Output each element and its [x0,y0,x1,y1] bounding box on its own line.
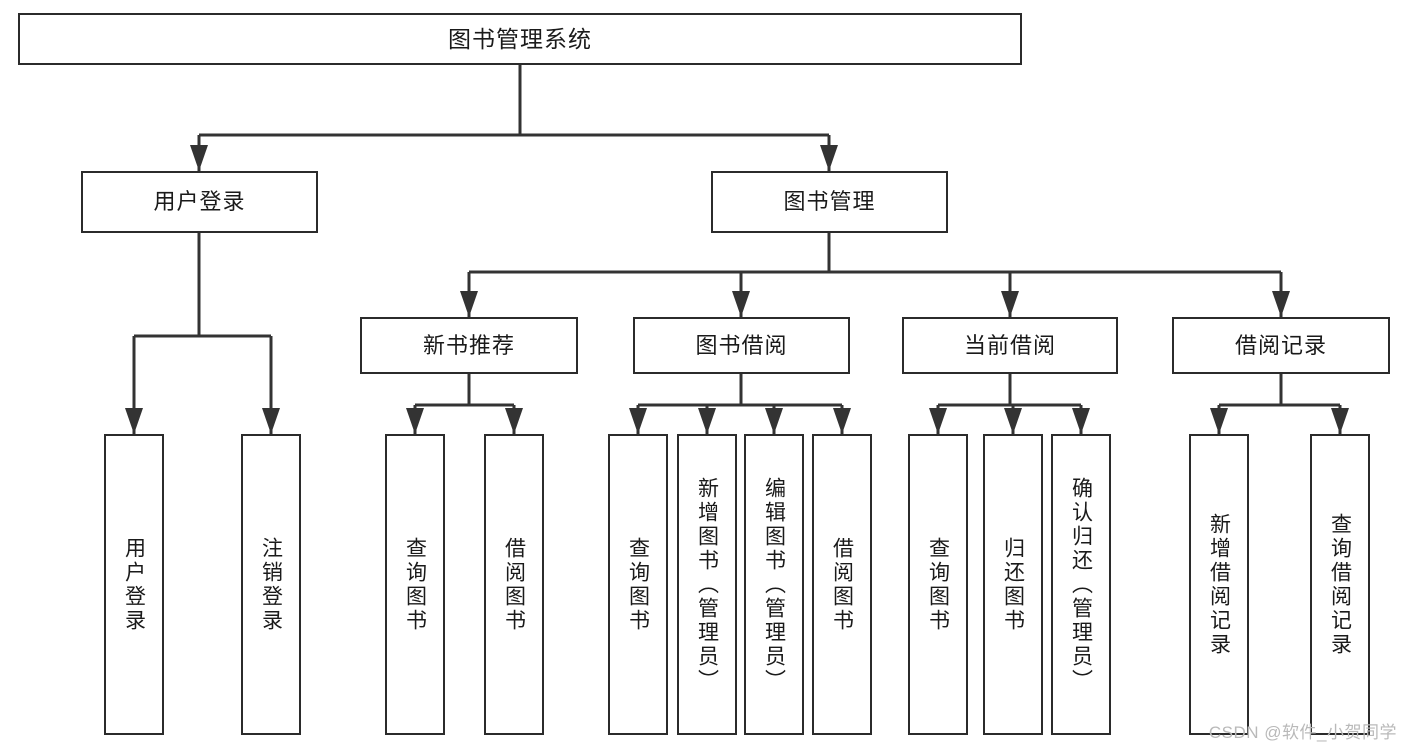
node-current-borrow[interactable]: 当前借阅 [902,317,1118,374]
node-leaf-user-logout[interactable]: 注销登录 [241,434,301,735]
connector-arrowhead [190,145,208,171]
node-leaf-borrow-book-1[interactable]: 借阅图书 [484,434,544,735]
node-label-leaf-user-login: 用户登录 [122,536,146,633]
connector-arrowhead [505,408,523,434]
node-label-leaf-return-book: 归还图书 [1001,536,1025,633]
node-leaf-query-record[interactable]: 查询借阅记录 [1310,434,1370,735]
node-book-manage[interactable]: 图书管理 [711,171,948,233]
connector-arrowhead [1331,408,1349,434]
connector-arrowhead [929,408,947,434]
connector-arrowhead [460,291,478,317]
node-label-leaf-borrow-book-1: 借阅图书 [502,536,526,633]
connector-arrowhead [262,408,280,434]
node-label-leaf-borrow-book-2: 借阅图书 [830,536,854,633]
node-label-leaf-query-book-1: 查询图书 [403,536,427,633]
node-leaf-confirm-ret[interactable]: 确认归还（管理员） [1051,434,1111,735]
connector-arrowhead [1004,408,1022,434]
node-label-leaf-query-book-2: 查询图书 [626,536,650,633]
connector-arrowhead [1210,408,1228,434]
node-leaf-query-book-2[interactable]: 查询图书 [608,434,668,735]
node-label-leaf-add-record: 新增借阅记录 [1207,512,1231,657]
node-label-book-borrow: 图书借阅 [695,332,788,358]
node-label-book-manage: 图书管理 [783,189,876,215]
node-label-leaf-confirm-ret: 确认归还（管理员） [1069,476,1093,693]
node-label-leaf-edit-book: 编辑图书（管理员） [762,476,786,693]
node-label-leaf-query-book-3: 查询图书 [926,536,950,633]
node-label-borrow-record: 借阅记录 [1234,332,1327,358]
node-leaf-add-book[interactable]: 新增图书（管理员） [677,434,737,735]
connector-arrowhead [732,291,750,317]
node-label-leaf-query-record: 查询借阅记录 [1328,512,1352,657]
node-leaf-query-book-3[interactable]: 查询图书 [908,434,968,735]
node-new-book-rec[interactable]: 新书推荐 [360,317,578,374]
node-book-borrow[interactable]: 图书借阅 [633,317,850,374]
connector-arrowhead [125,408,143,434]
node-label-new-book-rec: 新书推荐 [422,332,515,358]
node-root[interactable]: 图书管理系统 [18,13,1022,65]
node-leaf-user-login[interactable]: 用户登录 [104,434,164,735]
connector-arrowhead [1272,291,1290,317]
node-label-current-borrow: 当前借阅 [963,332,1056,358]
node-user-login[interactable]: 用户登录 [81,171,318,233]
node-label-user-login: 用户登录 [153,189,246,215]
node-label-root: 图书管理系统 [448,25,592,52]
node-leaf-edit-book[interactable]: 编辑图书（管理员） [744,434,804,735]
connector-arrowhead [833,408,851,434]
connector-arrowhead [1001,291,1019,317]
node-label-leaf-add-book: 新增图书（管理员） [695,476,719,693]
node-leaf-add-record[interactable]: 新增借阅记录 [1189,434,1249,735]
node-label-leaf-user-logout: 注销登录 [259,536,283,633]
node-leaf-query-book-1[interactable]: 查询图书 [385,434,445,735]
node-borrow-record[interactable]: 借阅记录 [1172,317,1390,374]
connector-arrowhead [1072,408,1090,434]
connector-arrowhead [820,145,838,171]
node-leaf-borrow-book-2[interactable]: 借阅图书 [812,434,872,735]
connector-arrowhead [765,408,783,434]
node-leaf-return-book[interactable]: 归还图书 [983,434,1043,735]
connector-arrowhead [629,408,647,434]
connector-arrowhead [698,408,716,434]
connector-arrowhead [406,408,424,434]
connector-lines [125,65,1349,434]
